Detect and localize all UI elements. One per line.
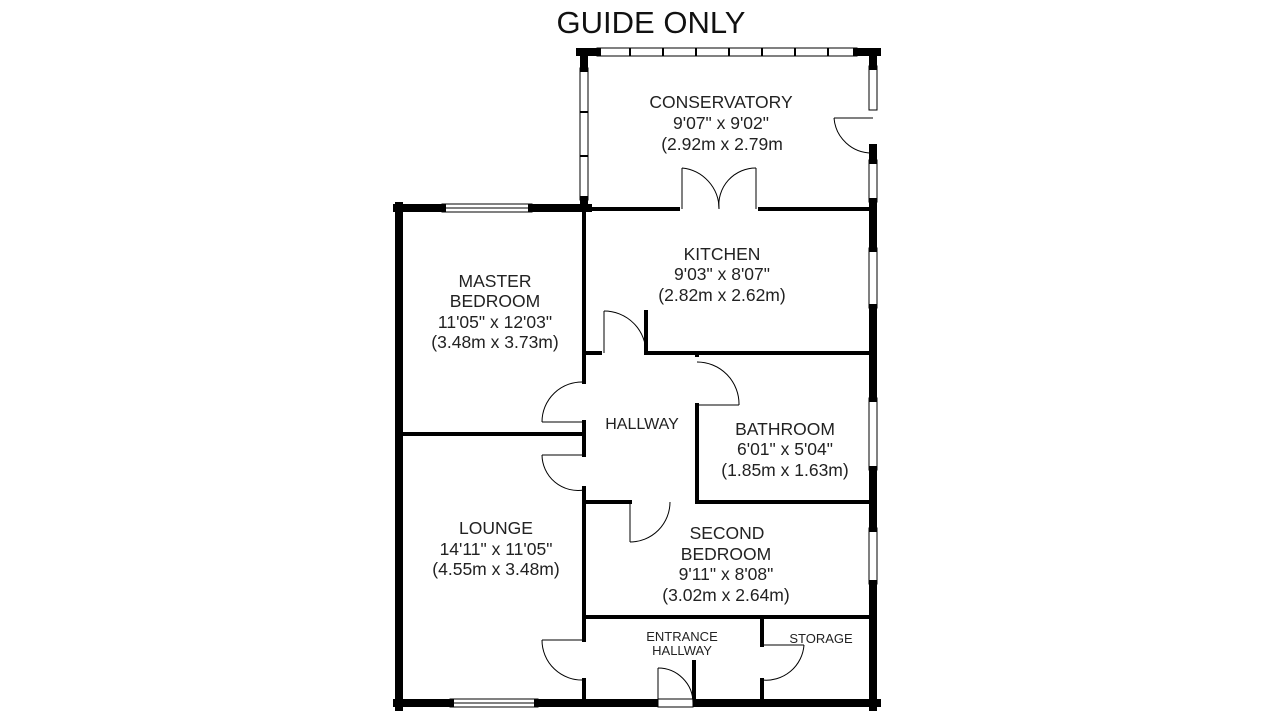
interior-walls: [399, 207, 873, 705]
window-conservatory-right-lower: [868, 159, 878, 203]
window-conservatory-left: [579, 67, 589, 201]
door-front: [657, 667, 694, 708]
plan-title: GUIDE ONLY: [557, 5, 746, 40]
bathroom-imperial: 6'01" x 5'04": [737, 439, 833, 459]
window-conservatory-right-upper: [868, 65, 878, 111]
entrance-hallway-name-line2: HALLWAY: [652, 643, 712, 658]
room-bathroom: BATHROOM 6'01" x 5'04" (1.85m x 1.63m): [721, 419, 848, 480]
door-storage: [761, 644, 805, 681]
second-bedroom-name-line1: SECOND: [690, 523, 765, 543]
conservatory-name: CONSERVATORY: [649, 92, 793, 112]
door-lounge-entrance: [541, 639, 585, 681]
kitchen-metric: (2.82m x 2.62m): [658, 285, 785, 305]
conservatory-metric: (2.92m x 2.79m: [661, 134, 783, 154]
master-bedroom-imperial: 11'05" x 12'03": [438, 312, 552, 332]
room-entrance-hallway: ENTRANCE HALLWAY: [646, 629, 718, 658]
second-bedroom-name-line2: BEDROOM: [681, 544, 771, 564]
master-bedroom-name-line1: MASTER: [459, 271, 532, 291]
lounge-imperial: 14'11" x 11'05": [440, 539, 553, 559]
room-conservatory: CONSERVATORY 9'07" x 9'02" (2.92m x 2.79…: [649, 92, 793, 154]
room-kitchen: KITCHEN 9'03" x 8'07" (2.82m x 2.62m): [658, 244, 785, 305]
bathroom-name: BATHROOM: [735, 419, 835, 439]
room-storage: STORAGE: [789, 631, 853, 646]
window-conservatory-top: [596, 47, 858, 57]
window-second-bedroom: [868, 527, 878, 585]
door-conservatory-side: [833, 117, 873, 154]
door-master-bedroom: [541, 381, 585, 423]
bathroom-metric: (1.85m x 1.63m): [721, 460, 848, 480]
entrance-hallway-name-line1: ENTRANCE: [646, 629, 718, 644]
door-lounge: [541, 454, 585, 491]
door-bathroom: [696, 361, 740, 406]
second-bedroom-imperial: 9'11" x 8'08": [679, 564, 774, 584]
lounge-name: LOUNGE: [459, 518, 533, 538]
room-lounge: LOUNGE 14'11" x 11'05" (4.55m x 3.48m): [432, 518, 559, 579]
windows: [441, 47, 878, 708]
room-second-bedroom: SECOND BEDROOM 9'11" x 8'08" (3.02m x 2.…: [662, 523, 789, 605]
kitchen-name: KITCHEN: [684, 244, 761, 264]
door-second-bedroom: [629, 501, 671, 543]
lounge-metric: (4.55m x 3.48m): [432, 559, 559, 579]
doors: [541, 117, 873, 708]
window-kitchen: [868, 247, 878, 309]
door-conservatory-kitchen: [681, 167, 757, 210]
door-kitchen: [603, 310, 647, 354]
storage-name: STORAGE: [789, 631, 853, 646]
master-bedroom-metric: (3.48m x 3.73m): [431, 332, 558, 352]
second-bedroom-metric: (3.02m x 2.64m): [662, 585, 789, 605]
exterior-walls: [393, 48, 881, 711]
hallway-name: HALLWAY: [605, 416, 679, 433]
room-hallway: HALLWAY: [605, 416, 679, 433]
window-bathroom: [868, 397, 878, 471]
kitchen-imperial: 9'03" x 8'07": [674, 264, 770, 284]
master-bedroom-name-line2: BEDROOM: [450, 291, 540, 311]
room-master-bedroom: MASTER BEDROOM 11'05" x 12'03" (3.48m x …: [431, 271, 558, 352]
conservatory-imperial: 9'07" x 9'02": [673, 113, 769, 133]
